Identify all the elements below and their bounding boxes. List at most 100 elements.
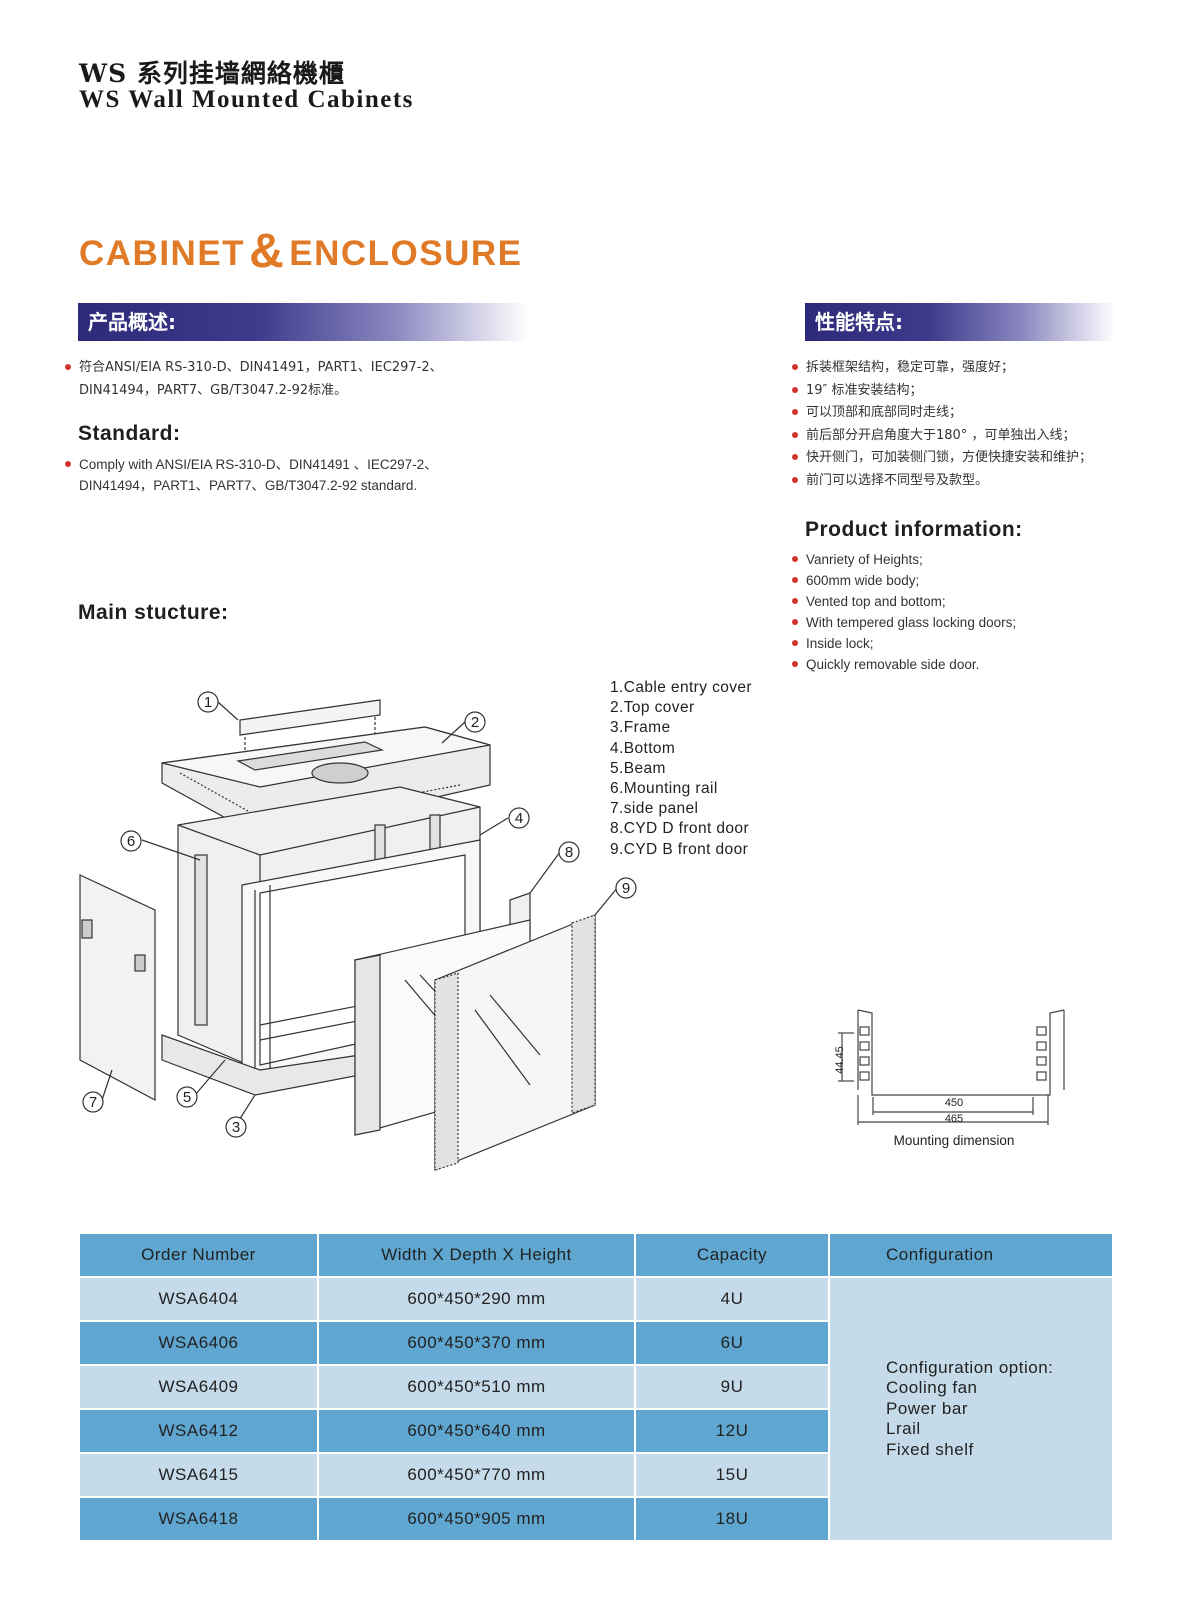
product-info-item: 600mm wide body; <box>792 570 1132 591</box>
brand-heading: CABINET&ENCLOSURE <box>79 224 522 279</box>
feature-item: 19″ 标准安装结构； <box>792 380 1132 403</box>
product-info-item: Inside lock; <box>792 633 1132 654</box>
callout-6 <box>120 830 142 852</box>
callout-label-5: 5 <box>183 1089 191 1106</box>
callout-label-9: 9 <box>622 880 630 897</box>
feature-item: 快开侧门，可加装侧门锁，方便快捷安装和维护； <box>792 447 1132 470</box>
config-cell: Configuration option: Cooling fan Power … <box>828 1276 1114 1542</box>
cell-size: 600*450*290 mm <box>317 1276 636 1322</box>
standard-heading: Standard: <box>78 422 181 445</box>
callout-label-4: 4 <box>515 810 523 827</box>
product-info-item: With tempered glass locking doors; <box>792 612 1132 633</box>
features-bar: 性能特点: <box>805 303 1115 341</box>
callout-label-3: 3 <box>232 1119 240 1136</box>
feature-item: 前后部分开启角度大于180° ，可单独出入线； <box>792 425 1132 448</box>
main-structure-heading: Main stucture: <box>78 601 229 624</box>
product-info-heading: Product information: <box>805 518 1023 541</box>
title-chinese: WS 系列挂墙網絡機櫃 <box>79 59 345 88</box>
header-order-number: Order Number <box>78 1232 319 1278</box>
product-info-list: Vanriety of Heights; 600mm wide body; Ve… <box>792 549 1132 675</box>
feature-item: 前门可以选择不同型号及款型。 <box>792 470 1132 493</box>
standard-item: Comply with ANSI/EIA RS-310-D、DIN41491 、… <box>65 454 545 496</box>
part-item: 2.Top cover <box>610 699 695 717</box>
cell-order: WSA6406 <box>78 1320 319 1366</box>
cell-order: WSA6415 <box>78 1452 319 1498</box>
cell-capacity: 6U <box>634 1320 830 1366</box>
cell-size: 600*450*510 mm <box>317 1364 636 1410</box>
spec-table: Order Number Width X Depth X Height Capa… <box>78 1232 1114 1542</box>
table-row: WSA6418 600*450*905 mm 18U <box>78 1496 1113 1542</box>
table-row: WSA6406 600*450*370 mm 6U <box>78 1320 1113 1366</box>
title-english: WS Wall Mounted Cabinets <box>79 86 414 113</box>
callout-label-1: 1 <box>204 694 212 711</box>
cell-capacity: 4U <box>634 1276 830 1322</box>
header-capacity: Capacity <box>634 1232 830 1278</box>
config-line: Fixed shelf <box>886 1439 974 1459</box>
part-item: 1.Cable entry cover <box>610 679 752 696</box>
callout-7 <box>82 1091 104 1113</box>
part-item: 9.CYD B front door <box>610 840 749 858</box>
config-line: Lrail <box>886 1419 921 1439</box>
part-item: 4.Bottom <box>610 739 676 757</box>
cell-size: 600*450*905 mm <box>317 1496 636 1542</box>
callout-9 <box>615 877 637 899</box>
product-info-item: Vented top and bottom; <box>792 591 1132 612</box>
header-configuration: Configuration <box>828 1232 1114 1278</box>
feature-item: 拆装框架结构，稳定可靠，强度好； <box>792 357 1132 380</box>
cell-order: WSA6404 <box>78 1276 319 1322</box>
cabinet-exploded-diagram: 1 2 3 4 5 6 7 8 9 <box>79 691 637 1171</box>
part-item: 3.Frame <box>610 719 671 737</box>
product-info-item: Vanriety of Heights; <box>792 549 1132 570</box>
overview-cn-item: 符合ANSI/EIA RS-310-D、DIN41491，PART1、IEC29… <box>65 357 535 402</box>
table-row: WSA6409 600*450*510 mm 9U <box>78 1364 1113 1410</box>
mounting-dimension-diagram: 44.45 450 465 Mounting dimension <box>834 1009 1065 1148</box>
table-row: WSA6415 600*450*770 mm 15U <box>78 1452 1113 1498</box>
brand-ampersand: & <box>249 225 286 278</box>
cell-capacity: 15U <box>634 1452 830 1498</box>
config-line: Power bar <box>886 1398 968 1418</box>
part-item: 6.Mounting rail <box>610 780 718 798</box>
overview-cn-line-1: 符合ANSI/EIA RS-310-D、DIN41491，PART1、IEC29… <box>79 360 443 375</box>
cell-capacity: 18U <box>634 1496 830 1542</box>
features-list: 拆装框架结构，稳定可靠，强度好； 19″ 标准安装结构； 可以顶部和底部同时走线… <box>792 357 1132 492</box>
callout-5 <box>176 1086 198 1108</box>
features-bar-label: 性能特点: <box>815 310 903 334</box>
outer-width-label: 465 <box>945 1113 963 1125</box>
brand-word-enclosure: ENCLOSURE <box>289 234 523 273</box>
cell-order: WSA6409 <box>78 1364 319 1410</box>
standard-list: Comply with ANSI/EIA RS-310-D、DIN41491 、… <box>65 454 545 496</box>
callout-label-7: 7 <box>89 1094 97 1111</box>
cell-capacity: 9U <box>634 1364 830 1410</box>
pitch-label: 44.45 <box>834 1046 846 1074</box>
table-row: WSA6404 600*450*290 mm 4U Configuration … <box>78 1276 1114 1542</box>
overview-bar: 产品概述: <box>78 303 528 341</box>
part-item: 8.CYD D front door <box>610 820 750 838</box>
cell-size: 600*450*370 mm <box>317 1320 636 1366</box>
callout-8 <box>558 841 580 863</box>
callout-label-6: 6 <box>127 833 135 850</box>
cell-size: 600*450*640 mm <box>317 1408 636 1454</box>
callout-label-8: 8 <box>565 844 573 861</box>
parts-list: 1.Cable entry cover 2.Top cover 3.Frame … <box>610 678 752 860</box>
cell-size: 600*450*770 mm <box>317 1452 636 1498</box>
part-item: 5.Beam <box>610 759 666 777</box>
callout-2 <box>464 711 486 733</box>
header-dimensions: Width X Depth X Height <box>317 1232 636 1278</box>
part-item: 7.side panel <box>610 800 699 818</box>
feature-item: 可以顶部和底部同时走线； <box>792 402 1132 425</box>
standard-line-1: Comply with ANSI/EIA RS-310-D、DIN41491 、… <box>79 457 438 472</box>
callout-1 <box>197 691 219 713</box>
product-info-item: Quickly removable side door. <box>792 654 1132 675</box>
config-line: Configuration option: <box>886 1357 1054 1377</box>
cell-order: WSA6418 <box>78 1496 319 1542</box>
overview-cn-line-2: DIN41494，PART7、GB/T3047.2-92标准。 <box>79 382 348 398</box>
standard-line-2: DIN41494，PART1、PART7、GB/T3047.2-92 stand… <box>79 478 418 493</box>
table-row: WSA6412 600*450*640 mm 12U <box>78 1408 1113 1454</box>
callout-3 <box>225 1116 247 1138</box>
cell-order: WSA6412 <box>78 1408 319 1454</box>
config-line: Cooling fan <box>886 1378 978 1398</box>
table-header-row: Order Number Width X Depth X Height Capa… <box>78 1232 1114 1278</box>
inner-width-label: 450 <box>945 1097 963 1109</box>
overview-cn-list: 符合ANSI/EIA RS-310-D、DIN41491，PART1、IEC29… <box>65 357 535 402</box>
cell-capacity: 12U <box>634 1408 830 1454</box>
